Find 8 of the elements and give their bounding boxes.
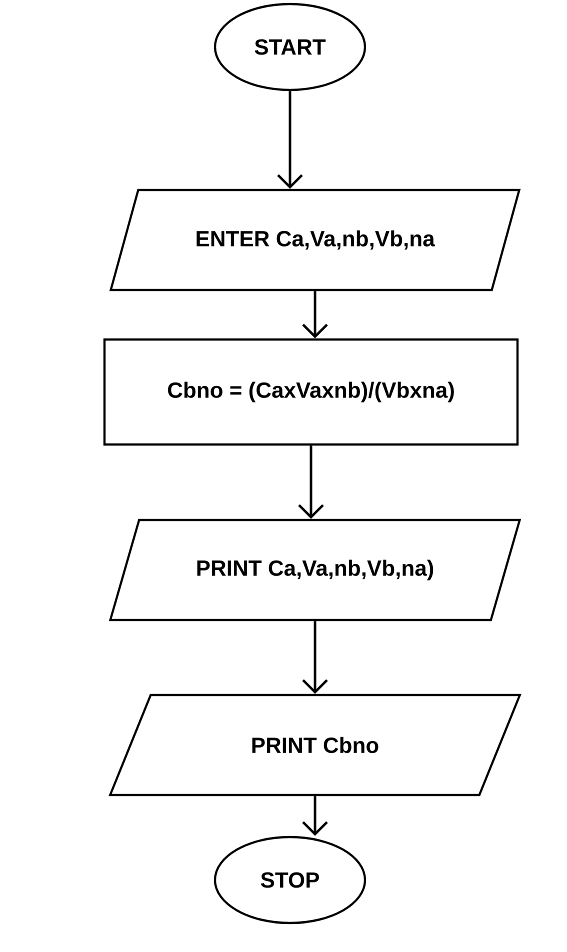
terminal-oval: STOP [214,836,366,924]
arrow [302,621,328,694]
process-box: Cbno = (CaxVaxnb)/(Vbxna) [103,338,519,446]
arrow [298,446,324,519]
arrow [302,291,328,338]
arrow [302,796,328,836]
arrow [277,91,303,189]
terminal-oval: START [214,2,366,92]
